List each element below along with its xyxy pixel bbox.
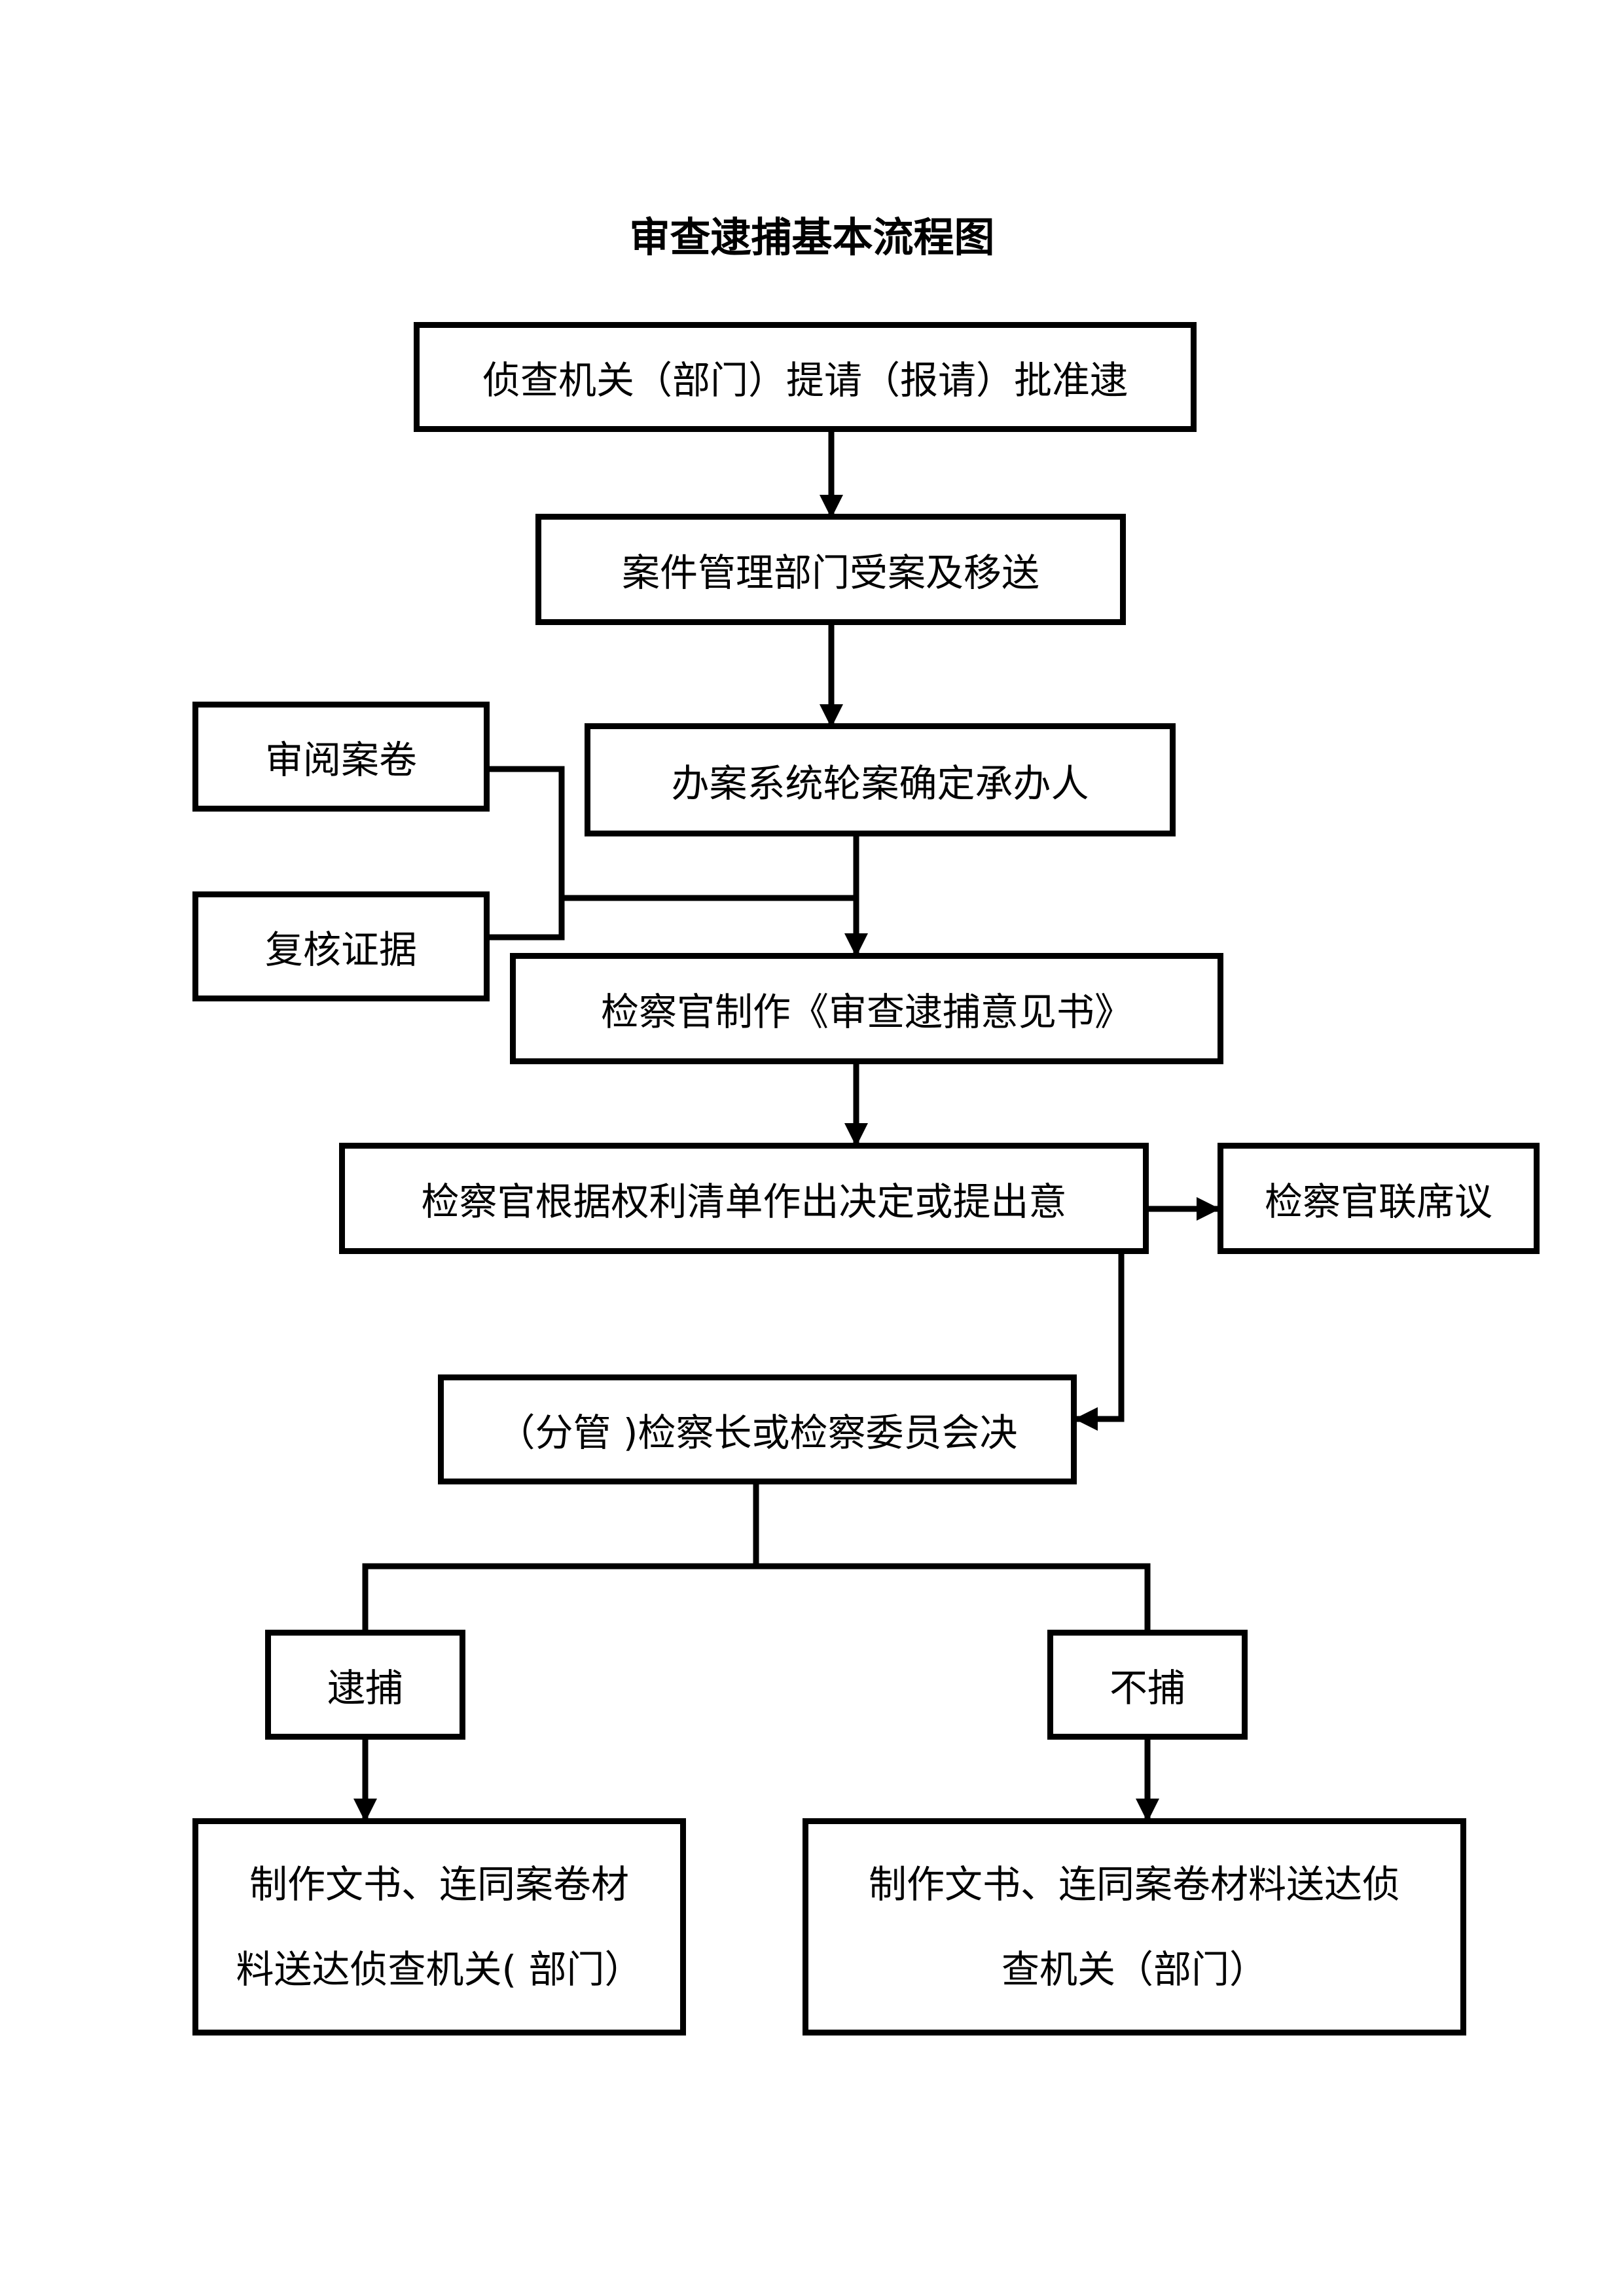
connector-review-files <box>486 766 565 941</box>
box-no-arrest: 不捕 <box>1047 1630 1248 1740</box>
box-deliver-no-arrest: 制作文书、连同案卷材料送达侦 查机关（部门） <box>803 1818 1466 2036</box>
box-assign-handler: 办案系统轮案确定承办人 <box>585 723 1176 836</box>
box-case-receipt: 案件管理部门受案及移送 <box>535 514 1126 625</box>
box-arrest: 逮捕 <box>265 1630 465 1740</box>
box-draft-opinion-label: 检察官制作《审查逮捕意见书》 <box>600 990 1132 1034</box>
box-prosecutor-decision-label: 检察官根据权利清单作出决定或提出意 <box>421 1179 1067 1224</box>
box-request-arrest-label: 侦查机关（部门）提请（报请）批准逮 <box>482 358 1128 403</box>
box-deliver-arrest-line2: 料送达侦查机关( 部门） <box>236 1947 643 1992</box>
box-draft-opinion: 检察官制作《审查逮捕意见书》 <box>510 953 1223 1064</box>
box-verify-evidence-label: 复核证据 <box>264 927 417 972</box>
box-no-arrest-label: 不捕 <box>1109 1666 1185 1710</box>
box-deliver-arrest-line1: 制作文书、连同案卷材 <box>249 1862 629 1907</box>
box-verify-evidence: 复核证据 <box>192 891 490 1001</box>
box-joint-meeting: 检察官联席议 <box>1218 1143 1540 1254</box>
page-title: 审查逮捕基本流程图 <box>629 213 995 261</box>
box-assign-handler-label: 办案系统轮案确定承办人 <box>671 761 1089 806</box>
box-case-receipt-label: 案件管理部门受案及移送 <box>621 550 1039 595</box>
box-prosecutor-decision: 检察官根据权利清单作出决定或提出意 <box>339 1143 1149 1254</box>
box-deliver-no-arrest-line2: 查机关（部门） <box>1001 1947 1267 1992</box>
box-review-files: 审阅案卷 <box>192 702 490 812</box>
arrow-decision-to-chief <box>1074 1252 1125 1431</box>
box-chief-decision: （分管 )检察长或检察委员会决 <box>438 1374 1077 1484</box>
box-request-arrest: 侦查机关（部门）提请（报请）批准逮 <box>414 322 1197 432</box>
box-chief-decision-label: （分管 )检察长或检察委员会决 <box>497 1410 1018 1455</box>
box-review-files-label: 审阅案卷 <box>264 738 417 782</box>
box-arrest-label: 逮捕 <box>327 1666 403 1710</box>
box-deliver-arrest: 制作文书、连同案卷材 料送达侦查机关( 部门） <box>192 1818 686 2036</box>
box-deliver-no-arrest-line1: 制作文书、连同案卷材料送达侦 <box>868 1862 1400 1907</box>
box-joint-meeting-label: 检察官联席议 <box>1264 1179 1492 1224</box>
